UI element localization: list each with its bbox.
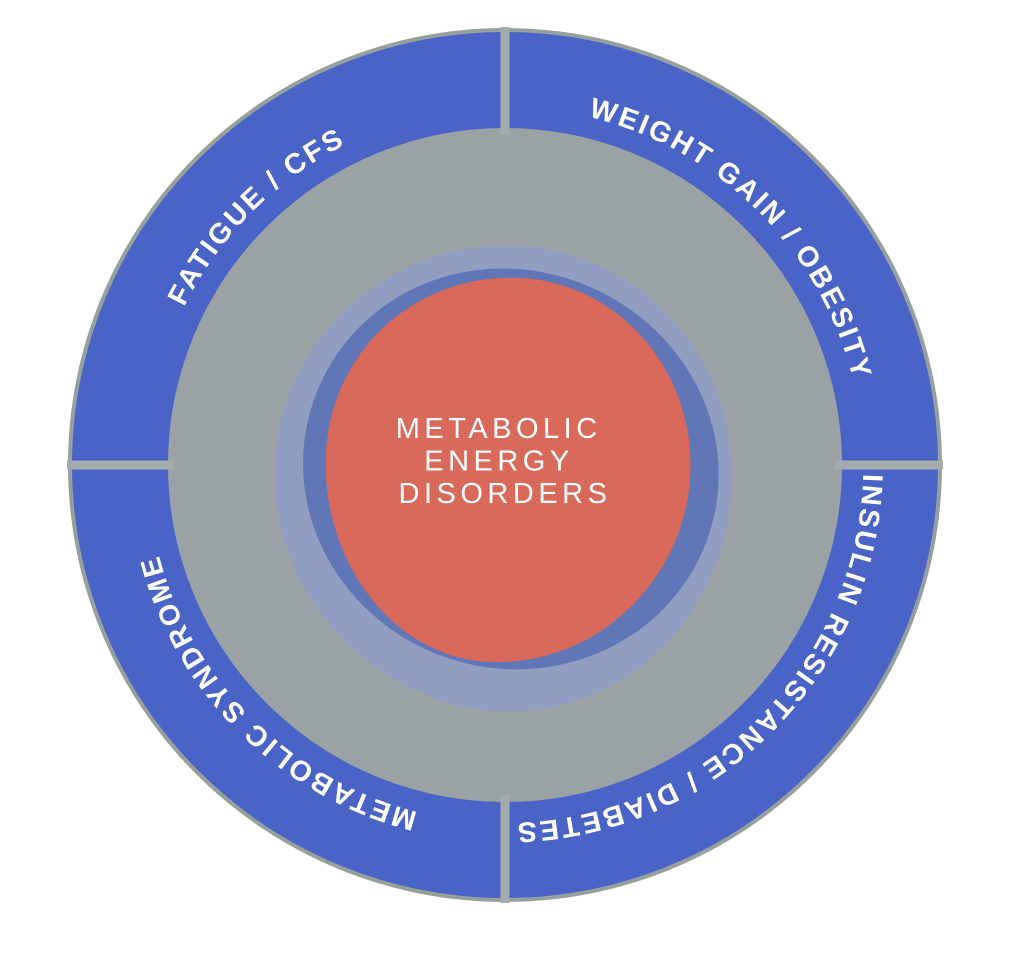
quadrant-dividers xyxy=(67,27,943,903)
center-title: METABOLIC ENERGY DISORDERS xyxy=(396,413,615,510)
divider-right xyxy=(835,460,943,470)
center-title-line2: ENERGY xyxy=(424,446,573,478)
divider-left xyxy=(67,460,175,470)
center-blob xyxy=(325,277,691,663)
divider-top xyxy=(500,27,510,135)
center-title-line3: DISORDERS xyxy=(399,478,612,510)
center-title-line1: METABOLIC xyxy=(396,413,602,445)
divider-bottom xyxy=(500,795,510,903)
